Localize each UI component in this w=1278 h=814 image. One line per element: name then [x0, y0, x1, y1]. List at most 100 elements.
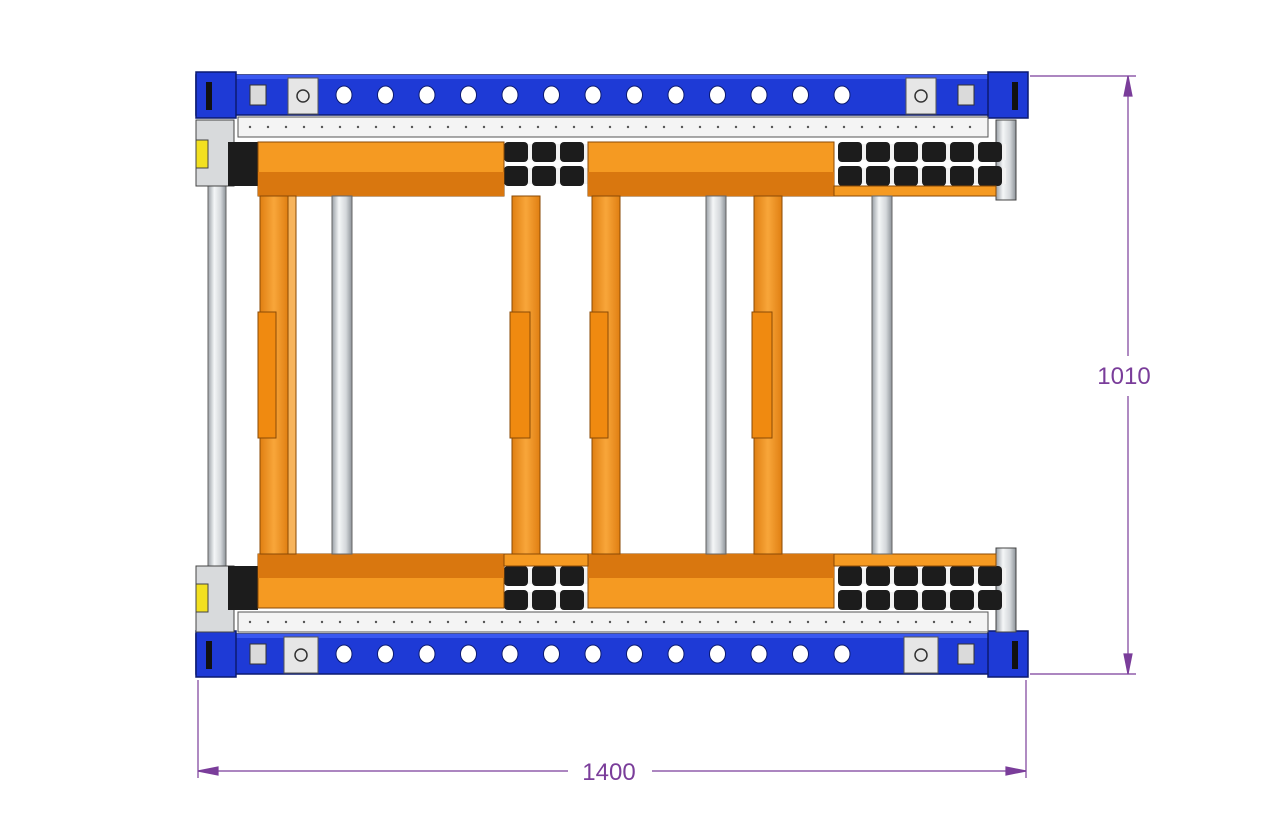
beam-hole [709, 644, 726, 664]
roller-gap [890, 144, 894, 160]
roller [922, 566, 946, 586]
rail-dot [860, 620, 864, 624]
beam-hole [377, 644, 394, 664]
rail-dot [248, 620, 252, 624]
roller [894, 566, 918, 586]
roller-gap [862, 592, 866, 608]
rail-dot [302, 620, 306, 624]
rail-dot [410, 620, 414, 624]
beam-hole [418, 85, 436, 105]
rail-dot [554, 125, 558, 129]
rail-dot [536, 125, 540, 129]
rail-dot [734, 125, 738, 129]
beam-hole [501, 85, 519, 105]
rail-dot [590, 125, 594, 129]
rail-dot [932, 620, 936, 624]
roller [504, 142, 528, 162]
roller [560, 166, 584, 186]
rail-dot [518, 125, 522, 129]
rail-dot [284, 620, 288, 624]
beam-hole [543, 644, 560, 664]
rail-dot [266, 125, 270, 129]
height-dimension-label: 1010 [1097, 363, 1150, 390]
roller [838, 590, 862, 610]
beam-slot [249, 643, 267, 665]
rail-dot [500, 125, 504, 129]
roller [532, 142, 556, 162]
rail-dot [770, 620, 774, 624]
roller-gap [528, 144, 532, 160]
rail-dot [518, 620, 522, 624]
beam-hole [626, 85, 643, 105]
rail-dot [626, 620, 630, 624]
rail-dot [644, 620, 648, 624]
rail-dot [536, 620, 540, 624]
roller-gap [862, 568, 866, 584]
rail-dot [806, 620, 810, 624]
rail-dot [392, 620, 396, 624]
rail-dot [626, 125, 630, 129]
roller-gap [584, 592, 588, 608]
rail-dot [878, 125, 882, 129]
roller-gap [556, 592, 560, 608]
rail-dot [896, 125, 900, 129]
roller [922, 166, 946, 186]
roller-gap [556, 168, 560, 184]
roller [560, 566, 584, 586]
rail-dot [914, 125, 918, 129]
roller [532, 590, 556, 610]
rail-dot [572, 125, 576, 129]
rail-dot [716, 125, 720, 129]
rail-dot [410, 125, 414, 129]
roller [504, 166, 528, 186]
rail-dot [932, 125, 936, 129]
beam-hole [709, 85, 726, 105]
rail-dot [248, 125, 252, 129]
roller-gap [528, 168, 532, 184]
rail-dot [698, 620, 702, 624]
rail-dot [554, 620, 558, 624]
beam-hole [792, 644, 809, 664]
bottom-white-rail [237, 611, 989, 633]
roller-gap [584, 144, 588, 160]
roller-gap [974, 592, 978, 608]
roller-gap [862, 168, 866, 184]
rail-dot [266, 620, 270, 624]
roller-gap [556, 568, 560, 584]
width-dimension [197, 680, 1027, 778]
beam-hole [833, 85, 851, 105]
roller-gap [946, 144, 950, 160]
rail-dot [716, 620, 720, 624]
roller [532, 566, 556, 586]
rail-dot [734, 620, 738, 624]
inner-tubes [331, 195, 893, 555]
orange-vertical-beams [257, 195, 783, 555]
roller [560, 590, 584, 610]
roller-gap [974, 144, 978, 160]
roller [532, 166, 556, 186]
top-frame-beam [195, 71, 1029, 119]
roller [978, 590, 1002, 610]
beam-hole [501, 644, 519, 664]
roller-gap [918, 144, 922, 160]
rail-dot [392, 125, 396, 129]
rail-dot [446, 620, 450, 624]
top-white-rail [237, 116, 989, 138]
rail-dot [698, 125, 702, 129]
rail-dot [968, 620, 972, 624]
beam-hole [460, 85, 477, 105]
rail-dot [752, 125, 756, 129]
roller-gap [890, 168, 894, 184]
roller [504, 590, 528, 610]
rail-dot [752, 620, 756, 624]
beam-hole [584, 85, 602, 105]
roller-gap [918, 168, 922, 184]
beam-hole [377, 85, 394, 105]
roller [978, 166, 1002, 186]
rail-dot [500, 620, 504, 624]
roller [866, 142, 890, 162]
roller [866, 566, 890, 586]
beam-slot [957, 84, 975, 106]
